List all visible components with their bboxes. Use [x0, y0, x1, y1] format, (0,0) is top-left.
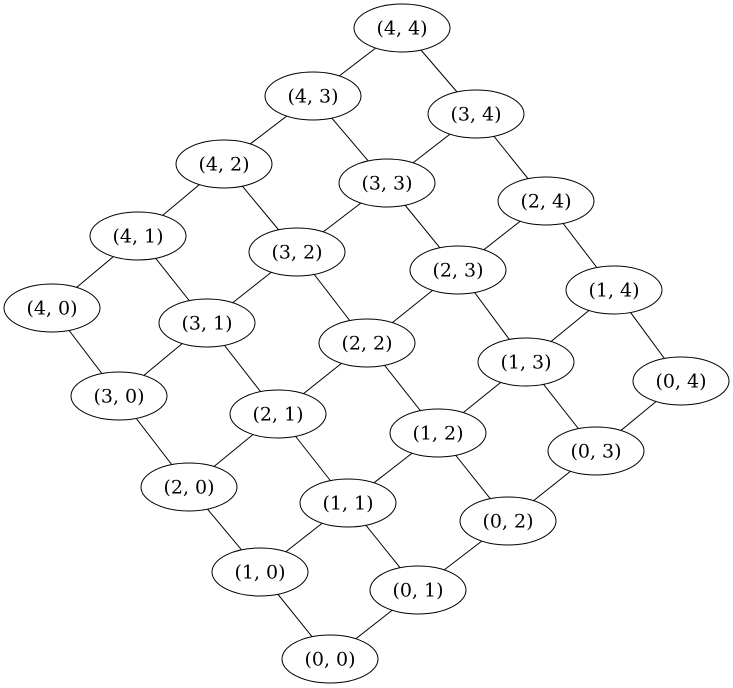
graph-node-4-1: (4, 1): [89, 211, 187, 261]
graph-node-label-2-1: (2, 1): [252, 403, 303, 425]
graph-node-1-2: (1, 2): [389, 408, 487, 458]
graph-node-label-4-0: (4, 0): [26, 297, 77, 319]
graph-node-3-2: (3, 2): [248, 227, 346, 277]
graph-node-ellipse-4-4: [353, 3, 451, 53]
graph-node-ellipse-3-4: [427, 89, 525, 139]
graph-node-ellipse-3-2: [248, 227, 346, 277]
graph-node-label-0-4: (0, 4): [655, 370, 706, 392]
graph-node-ellipse-0-2: [459, 496, 557, 546]
graph-node-ellipse-3-1: [158, 298, 256, 348]
graph-node-label-2-2: (2, 2): [341, 332, 392, 354]
graph-node-label-3-1: (3, 1): [181, 312, 232, 334]
graph-node-label-4-4: (4, 4): [376, 17, 427, 39]
graph-node-ellipse-1-1: [299, 478, 397, 528]
graph-node-1-4: (1, 4): [565, 265, 663, 315]
graph-node-0-3: (0, 3): [547, 426, 645, 476]
graph-node-2-0: (2, 0): [140, 462, 238, 512]
graph-node-4-3: (4, 3): [264, 71, 362, 121]
graph-node-label-1-4: (1, 4): [588, 279, 639, 301]
graph-node-0-4: (0, 4): [632, 356, 730, 406]
graph-node-label-3-0: (3, 0): [93, 385, 144, 407]
graph-node-label-4-3: (4, 3): [287, 85, 338, 107]
graph-node-label-2-4: (2, 4): [520, 190, 571, 212]
graph-node-ellipse-2-3: [409, 245, 507, 295]
graph-node-label-1-3: (1, 3): [500, 351, 551, 373]
graph-node-ellipse-2-0: [140, 462, 238, 512]
graph-node-ellipse-2-4: [497, 176, 595, 226]
graph-node-ellipse-1-2: [389, 408, 487, 458]
graph-node-2-4: (2, 4): [497, 176, 595, 226]
graph-node-3-4: (3, 4): [427, 89, 525, 139]
graph-node-2-2: (2, 2): [318, 318, 416, 368]
graph-node-1-0: (1, 0): [211, 547, 309, 597]
graph-node-1-1: (1, 1): [299, 478, 397, 528]
graph-node-label-2-0: (2, 0): [163, 476, 214, 498]
graph-node-0-0: (0, 0): [281, 634, 379, 684]
graph-node-1-3: (1, 3): [477, 337, 575, 387]
graph-node-label-0-3: (0, 3): [570, 440, 621, 462]
graph-node-ellipse-4-0: [3, 283, 101, 333]
graph-node-3-1: (3, 1): [158, 298, 256, 348]
graph-node-ellipse-0-3: [547, 426, 645, 476]
graph-node-ellipse-4-1: [89, 211, 187, 261]
graph-node-ellipse-1-4: [565, 265, 663, 315]
graph-node-ellipse-4-3: [264, 71, 362, 121]
graph-node-3-3: (3, 3): [338, 158, 436, 208]
graph-node-label-0-1: (0, 1): [392, 579, 443, 601]
graph-node-ellipse-3-3: [338, 158, 436, 208]
graph-node-label-4-1: (4, 1): [112, 225, 163, 247]
graph-node-ellipse-1-0: [211, 547, 309, 597]
graph-node-ellipse-3-0: [70, 371, 168, 421]
graph-node-label-3-4: (3, 4): [450, 103, 501, 125]
graph-node-ellipse-1-3: [477, 337, 575, 387]
graph-node-0-1: (0, 1): [369, 565, 467, 615]
graph-node-label-4-2: (4, 2): [198, 153, 249, 175]
graph-node-label-3-2: (3, 2): [271, 241, 322, 263]
graph-node-ellipse-2-2: [318, 318, 416, 368]
graph-node-3-0: (3, 0): [70, 371, 168, 421]
graph-node-label-3-3: (3, 3): [361, 172, 412, 194]
graph-node-label-1-2: (1, 2): [412, 422, 463, 444]
graph-node-4-4: (4, 4): [353, 3, 451, 53]
graph-node-label-1-1: (1, 1): [322, 492, 373, 514]
graph-node-label-1-0: (1, 0): [234, 561, 285, 583]
graph-node-ellipse-0-0: [281, 634, 379, 684]
graph-node-ellipse-0-1: [369, 565, 467, 615]
graph-node-label-2-3: (2, 3): [432, 259, 483, 281]
graph-node-ellipse-4-2: [175, 139, 273, 189]
graph-node-0-2: (0, 2): [459, 496, 557, 546]
graph-node-4-2: (4, 2): [175, 139, 273, 189]
graph-node-4-0: (4, 0): [3, 283, 101, 333]
graph-node-label-0-0: (0, 0): [304, 648, 355, 670]
graph-node-label-0-2: (0, 2): [482, 510, 533, 532]
graph-node-2-3: (2, 3): [409, 245, 507, 295]
graph-node-ellipse-2-1: [229, 389, 327, 439]
graph-node-2-1: (2, 1): [229, 389, 327, 439]
graph-node-ellipse-0-4: [632, 356, 730, 406]
